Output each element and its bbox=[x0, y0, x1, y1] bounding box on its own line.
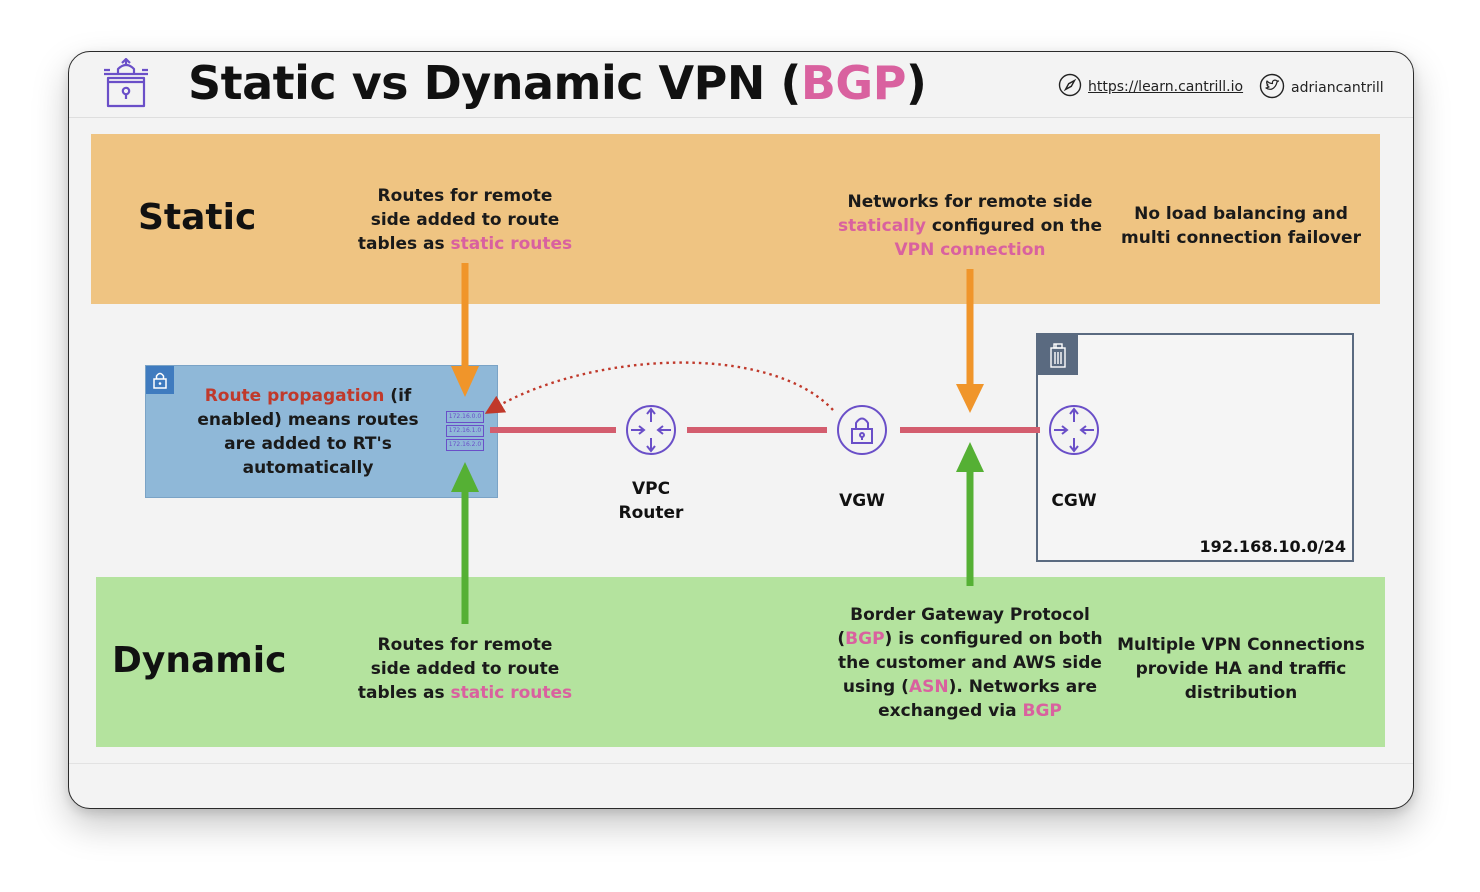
vpc-router-label: VPC Router bbox=[601, 477, 701, 525]
corporate-building-icon bbox=[1038, 335, 1078, 375]
route-propagation-rest: (if bbox=[384, 386, 412, 406]
twitter-link[interactable]: adriancantrill bbox=[1259, 73, 1384, 103]
footer-divider bbox=[69, 763, 1413, 764]
page-title: Static vs Dynamic VPN (BGP) bbox=[188, 56, 927, 110]
dynamic-routes-line3: tables as static routes bbox=[345, 681, 585, 705]
static-limitation-line1: No load balancing and bbox=[1134, 204, 1348, 224]
customer-network-cidr: 192.168.10.0/24 bbox=[1199, 537, 1346, 556]
dynamic-bgp-note: Border Gateway Protocol (BGP) is configu… bbox=[825, 603, 1115, 723]
cgw-router-icon bbox=[1049, 405, 1099, 455]
static-routes-line2: side added to route bbox=[370, 210, 560, 230]
bgp-line3: the customer and AWS side bbox=[838, 653, 1102, 673]
vpc-router-label-line1: VPC bbox=[631, 479, 671, 499]
route-table-entry: 172.16.2.0 bbox=[446, 439, 484, 451]
site-link[interactable]: https://learn.cantrill.io bbox=[1058, 73, 1243, 101]
static-routes-line3: tables as static routes bbox=[345, 232, 585, 256]
benefit-line1: Multiple VPN Connections bbox=[1117, 635, 1365, 655]
connection-diagram bbox=[451, 263, 1099, 624]
static-vpn-arrow-head bbox=[956, 384, 984, 413]
cgw-label: CGW bbox=[1051, 491, 1097, 511]
route-table-entry: 172.16.1.0 bbox=[446, 425, 484, 437]
route-propagation-highlight: Route propagation bbox=[204, 386, 385, 406]
route-propagation-line2: enabled) means routes bbox=[197, 410, 419, 430]
bgp-line1: Border Gateway Protocol bbox=[850, 605, 1090, 625]
vpn-lock-building-icon bbox=[101, 57, 151, 114]
static-networks-line2-rest: configured on the bbox=[925, 216, 1103, 236]
static-band bbox=[91, 134, 1380, 304]
bgp-line4: using (ASN). Networks are bbox=[825, 675, 1115, 699]
static-networks-line2: statically configured on the bbox=[835, 214, 1105, 238]
dynamic-routes-line1: Routes for remote bbox=[377, 635, 553, 655]
static-networks-line1: Networks for remote side bbox=[847, 192, 1093, 212]
title-highlight: BGP bbox=[800, 56, 907, 110]
static-networks-line3: VPN connection bbox=[894, 240, 1046, 260]
bgp-line2-open: ( bbox=[837, 629, 846, 649]
bgp-line4-rest: ). Networks are bbox=[948, 677, 1098, 697]
route-propagation-line4: automatically bbox=[242, 458, 374, 478]
bgp-line5-highlight: BGP bbox=[1022, 701, 1062, 721]
static-networks-note: Networks for remote side statically conf… bbox=[835, 190, 1105, 262]
title-main: Static vs Dynamic VPN ( bbox=[188, 56, 801, 110]
twitter-bird-icon bbox=[1259, 73, 1285, 103]
bgp-line5-prefix: exchanged via bbox=[878, 701, 1023, 721]
bgp-line2: (BGP) is configured on both bbox=[825, 627, 1115, 651]
twitter-handle[interactable]: adriancantrill bbox=[1291, 80, 1384, 96]
route-table-icon: 172.16.0.0 172.16.1.0 172.16.2.0 bbox=[446, 411, 484, 451]
compass-icon bbox=[1058, 73, 1082, 101]
dynamic-bgp-arrow-head bbox=[956, 442, 984, 472]
benefit-line3: distribution bbox=[1184, 683, 1298, 703]
vgw-label: VGW bbox=[839, 491, 885, 511]
propagation-arrow bbox=[484, 361, 834, 414]
static-routes-highlight: static routes bbox=[450, 234, 573, 254]
dynamic-benefit-note: Multiple VPN Connections provide HA and … bbox=[1111, 633, 1371, 705]
route-propagation-line3: are added to RT's bbox=[224, 434, 392, 454]
asn-highlight: ASN bbox=[908, 677, 949, 697]
static-limitation-note: No load balancing and multi connection f… bbox=[1111, 202, 1371, 250]
slide: Static vs Dynamic VPN (BGP) https://lear… bbox=[68, 51, 1414, 809]
route-table-entry: 172.16.0.0 bbox=[446, 411, 484, 423]
site-link-text[interactable]: https://learn.cantrill.io bbox=[1088, 79, 1244, 95]
dynamic-routes-note: Routes for remote side added to route ta… bbox=[345, 633, 585, 705]
vpc-router-icon bbox=[626, 405, 676, 455]
dynamic-band bbox=[96, 577, 1385, 747]
bgp-line4-prefix: using ( bbox=[842, 677, 909, 697]
dynamic-routes-highlight: static routes bbox=[450, 683, 573, 703]
static-networks-highlight: statically bbox=[837, 216, 926, 236]
vpc-lock-icon bbox=[146, 366, 174, 394]
benefit-line2: provide HA and traffic bbox=[1135, 659, 1347, 679]
vpc-container: Route propagation (if enabled) means rou… bbox=[145, 365, 498, 498]
static-routes-line1: Routes for remote bbox=[377, 186, 553, 206]
static-routes-note: Routes for remote side added to route ta… bbox=[345, 184, 585, 256]
bgp-highlight: BGP bbox=[845, 629, 885, 649]
static-routes-line3-prefix: tables as bbox=[357, 234, 451, 254]
route-propagation-note: Route propagation (if enabled) means rou… bbox=[178, 384, 438, 480]
dynamic-routes-line2: side added to route bbox=[370, 659, 560, 679]
dynamic-band-label: Dynamic bbox=[112, 640, 287, 681]
static-rt-arrow-head bbox=[451, 366, 479, 397]
static-limitation-line2: multi connection failover bbox=[1121, 228, 1361, 248]
vgw-lock-icon bbox=[837, 405, 887, 455]
header-divider bbox=[69, 117, 1413, 118]
dynamic-routes-line3-prefix: tables as bbox=[357, 683, 451, 703]
static-band-label: Static bbox=[138, 197, 257, 238]
vpc-router-label-line2: Router bbox=[618, 503, 684, 523]
bgp-line5: exchanged via BGP bbox=[825, 699, 1115, 723]
bgp-line2-rest: ) is configured on both bbox=[884, 629, 1103, 649]
dynamic-rt-arrow-head bbox=[451, 462, 479, 492]
title-end: ) bbox=[905, 56, 927, 110]
